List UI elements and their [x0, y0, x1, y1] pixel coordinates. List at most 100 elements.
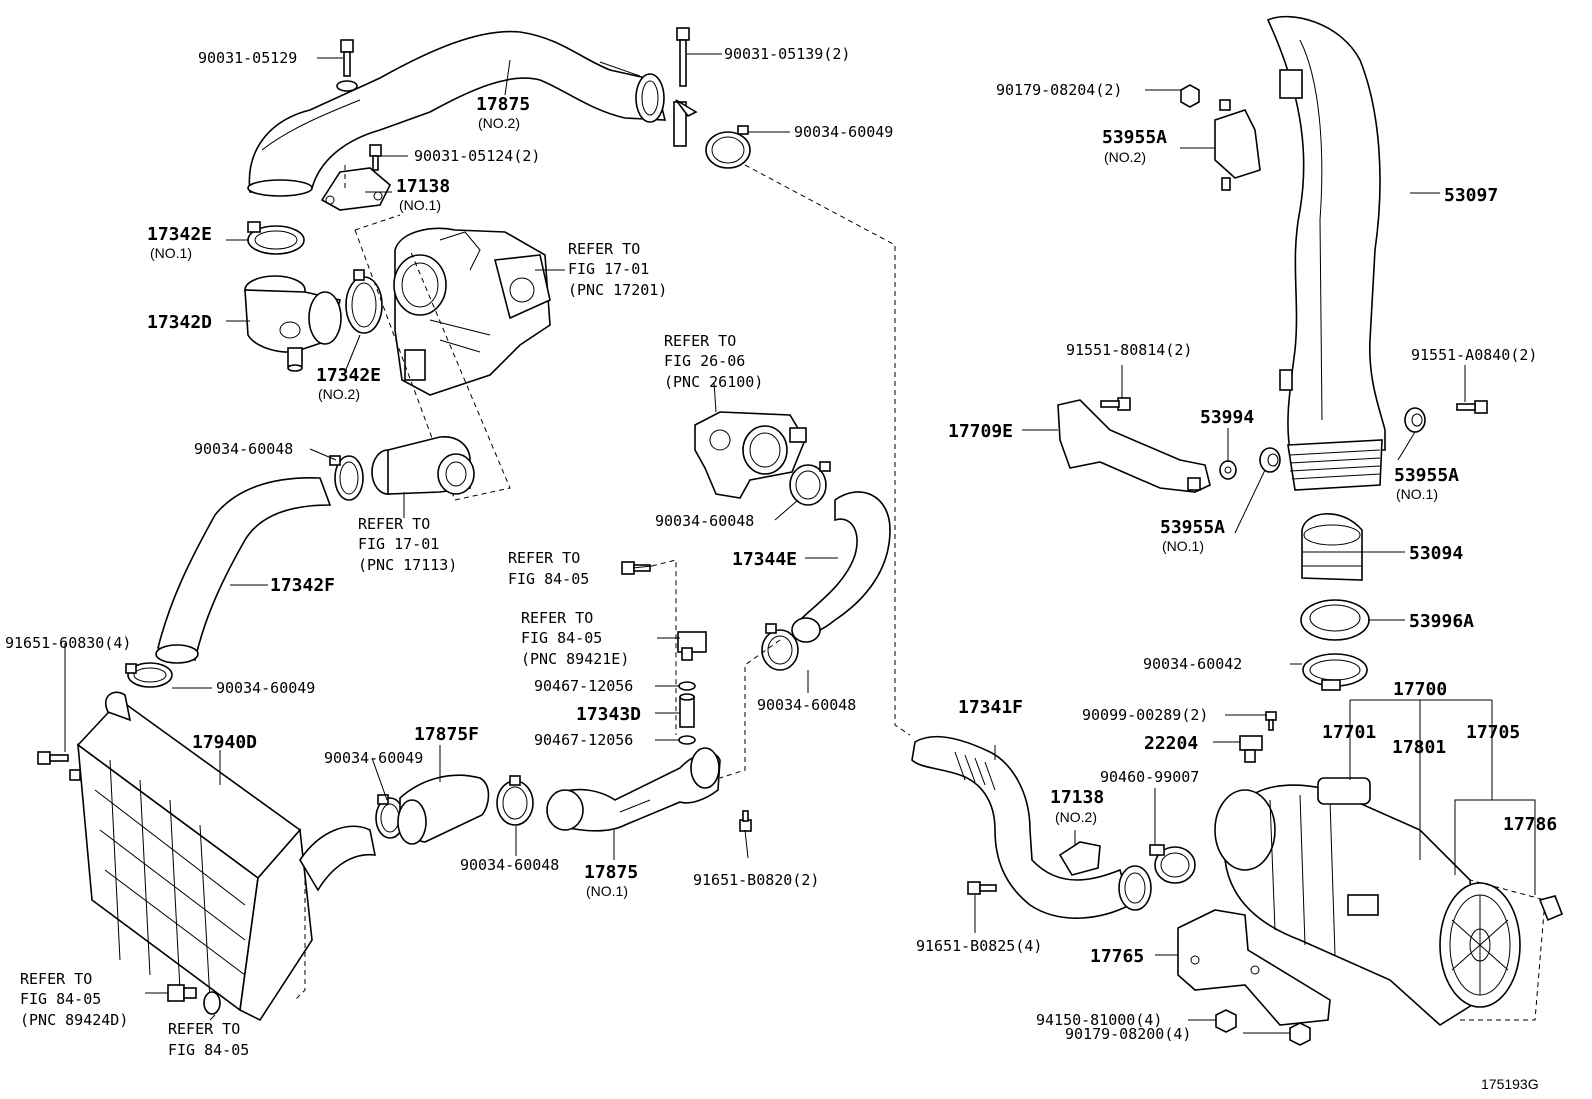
screw-90099-00289-drawing: [1265, 711, 1277, 731]
label-53955a-no2-sub: (NO.2): [1104, 149, 1146, 165]
nut-90179-08204-drawing: [1180, 84, 1200, 108]
label-53955a-no1-right-sub: (NO.1): [1396, 486, 1438, 502]
clamp-90034-60049-lower-left-drawing: [125, 662, 173, 688]
grommet-53955a-no1-left-drawing: [1259, 447, 1281, 473]
label-refer-84-05-bottom-l2: FIG 84-05: [168, 1041, 249, 1059]
label-90034-60048-right: 90034-60048: [757, 696, 856, 714]
label-17705: 17705: [1466, 722, 1520, 743]
washer-53994-drawing: [1219, 460, 1237, 480]
bolt-91651-60830-drawing: [37, 751, 69, 765]
snorkel-53097-drawing: [1266, 15, 1386, 491]
leader-lines: [64, 53, 1536, 1034]
turbocharger-drawing: [393, 227, 551, 396]
label-90034-60049-lower-left: 90034-60049: [216, 679, 315, 697]
clamp-90460-99007-drawing: [1149, 844, 1196, 884]
label-refer-17201-l3: (PNC 17201): [568, 281, 667, 299]
label-17342d: 17342D: [147, 312, 212, 333]
label-17701: 17701: [1322, 722, 1376, 743]
label-17341f: 17341F: [958, 697, 1023, 718]
label-refer-84-05-a-l2: FIG 84-05: [508, 570, 589, 588]
label-90034-60048-throttle: 90034-60048: [655, 512, 754, 530]
label-17138-no1-sub: (NO.1): [399, 197, 441, 213]
label-17875-no1-sub: (NO.1): [586, 883, 628, 899]
label-17875-no2-sub: (NO.2): [478, 115, 520, 131]
label-refer-89421e-l1: REFER TO: [521, 609, 593, 627]
clamp-90034-60048-lower-drawing: [496, 775, 534, 826]
label-17801: 17801: [1392, 737, 1446, 758]
label-53955a-no1-right: 53955A: [1394, 465, 1459, 486]
bracket-17138-no2-drawing: [1058, 841, 1101, 876]
label-53955a-no1-left-sub: (NO.1): [1162, 538, 1204, 554]
hose-17341f-drawing: [911, 735, 1152, 919]
label-17700: 17700: [1393, 679, 1447, 700]
label-91651-60830: 91651-60830(4): [5, 634, 131, 652]
label-90034-60048-lower: 90034-60048: [460, 856, 559, 874]
dashed-link-sensor-pipe: [651, 559, 677, 735]
label-refer-84-05-bottom-l1: REFER TO: [168, 1020, 240, 1038]
clamp-84-05-lower-drawing: [203, 991, 221, 1015]
label-refer-26100-l2: FIG 26-06: [664, 352, 745, 370]
label-refer-84-05-a-l1: REFER TO: [508, 549, 580, 567]
cap-53094-drawing: [1301, 513, 1363, 581]
label-17343d: 17343D: [576, 704, 641, 725]
diagram-code: 175193G: [1481, 1076, 1539, 1092]
bolt-90031-05129-drawing: [336, 39, 358, 92]
label-17786: 17786: [1503, 814, 1557, 835]
label-90179-08204: 90179-08204(2): [996, 81, 1122, 99]
label-53094: 53094: [1409, 543, 1463, 564]
label-91551-a0840: 91551-A0840(2): [1411, 346, 1537, 364]
label-17875-no2: 17875: [476, 94, 530, 115]
label-17138-no2: 17138: [1050, 787, 1104, 808]
hose-17342f-drawing: [155, 477, 332, 664]
label-53955a-no2: 53955A: [1102, 127, 1167, 148]
label-refer-89424d-l3: (PNC 89424D): [20, 1011, 128, 1029]
label-90034-60042: 90034-60042: [1143, 655, 1242, 673]
turbo-elbow-17113-drawing: [371, 436, 475, 495]
hose-17344e-drawing: [791, 491, 891, 643]
label-refer-89421e-l3: (PNC 89421E): [521, 650, 629, 668]
label-refer-17113-l3: (PNC 17113): [358, 556, 457, 574]
label-17709e: 17709E: [948, 421, 1013, 442]
label-17875f: 17875F: [414, 724, 479, 745]
label-90031-05139: 90031-05139(2): [724, 45, 850, 63]
nut-90179-08200-drawing: [1289, 1022, 1311, 1046]
dashed-link-throttle-hose: [719, 639, 781, 779]
label-17344e: 17344E: [732, 549, 797, 570]
label-90031-05129: 90031-05129: [198, 49, 297, 67]
dashed-link-intercooler-bolt: [294, 880, 306, 1001]
bracket-17709e-drawing: [1057, 399, 1211, 493]
label-90467-12056-upper: 90467-12056: [534, 677, 633, 695]
throttle-body-drawing: [694, 411, 807, 499]
label-91651-b0820: 91651-B0820(2): [693, 871, 819, 889]
clamp-90034-60042-drawing: [1302, 653, 1368, 691]
label-17342e-no2: 17342E: [316, 365, 381, 386]
label-17940d: 17940D: [192, 732, 257, 753]
label-refer-17113-l2: FIG 17-01: [358, 535, 439, 553]
label-90467-12056-lower: 90467-12056: [534, 731, 633, 749]
bolt-91551-80814-drawing: [1100, 397, 1131, 411]
air-cleaner-dashed-frame: [1460, 879, 1546, 1021]
label-refer-17201-l2: FIG 17-01: [568, 260, 649, 278]
bolt-90031-05124-drawing: [369, 144, 382, 171]
sensor-89421e-drawing: [677, 631, 707, 661]
dashed-link-upper-to-air-cleaner: [744, 164, 911, 736]
label-90034-60049-top: 90034-60049: [794, 123, 893, 141]
intercooler-17940d-drawing: [69, 691, 377, 1022]
bracket-53955a-no2-drawing: [1214, 99, 1261, 191]
clamp-90034-60049-top-drawing: [705, 125, 751, 169]
label-17138-no2-sub: (NO.2): [1055, 809, 1097, 825]
label-53097: 53097: [1444, 185, 1498, 206]
label-17342e-no2-sub: (NO.2): [318, 386, 360, 402]
label-53996a: 53996A: [1409, 611, 1474, 632]
seal-53996a-drawing: [1300, 599, 1370, 641]
hose-17875f-drawing: [397, 774, 490, 845]
label-90034-60048-left: 90034-60048: [194, 440, 293, 458]
turbo-dashed-frame: [354, 214, 511, 501]
clamp-90034-60048-throttle-drawing: [789, 461, 831, 506]
bolt-90031-05139-drawing: [676, 27, 690, 87]
grommet-53955a-no1-right-drawing: [1404, 407, 1426, 433]
callout-labels: 90031-05129 90031-05139(2) 17875 (NO.2) …: [5, 45, 1557, 1092]
label-91651-b0825: 91651-B0825(4): [916, 937, 1042, 955]
label-17875-no1: 17875: [584, 862, 638, 883]
